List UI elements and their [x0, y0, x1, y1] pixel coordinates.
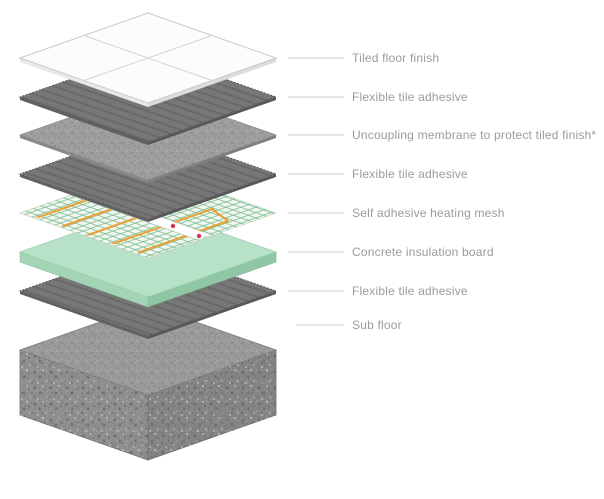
tile-right-edge: [148, 58, 276, 107]
adhesive1-left-edge: [20, 97, 148, 145]
membrane-left-edge: [20, 135, 148, 183]
label-sub-floor: Sub floor: [352, 318, 402, 332]
sub-floor-top-texture: [20, 305, 276, 395]
layer-labels: Tiled floor finish Flexible tile adhesiv…: [352, 51, 596, 332]
leader-lines: [288, 57, 344, 326]
label-concrete-insulation-board: Concrete insulation board: [352, 245, 494, 259]
label-tiled-floor-finish: Tiled floor finish: [352, 51, 439, 65]
layer-sub-floor: [18, 304, 278, 461]
label-flexible-tile-adhesive-mid: Flexible tile adhesive: [352, 167, 468, 181]
label-flexible-tile-adhesive-base: Flexible tile adhesive: [352, 284, 468, 298]
adhesive2-right-edge: [148, 174, 276, 222]
label-uncoupling-membrane: Uncoupling membrane to protect tiled fin…: [352, 128, 596, 142]
adhesive3-right-edge: [148, 291, 276, 339]
tile-grout-lines: [83, 35, 213, 81]
adhesive1-right-edge: [148, 97, 276, 145]
membrane-right-edge: [148, 135, 276, 183]
adhesive3-left-edge: [20, 291, 148, 339]
sub-floor-left-speckle: [20, 350, 148, 460]
layer-tiled-floor-finish: [18, 12, 278, 107]
label-self-adhesive-heating-mesh: Self adhesive heating mesh: [352, 206, 505, 220]
tile-left-edge: [20, 58, 148, 107]
adhesive2-left-edge: [20, 174, 148, 222]
sub-floor-right-speckle: [148, 350, 276, 460]
label-flexible-tile-adhesive-top: Flexible tile adhesive: [352, 90, 468, 104]
